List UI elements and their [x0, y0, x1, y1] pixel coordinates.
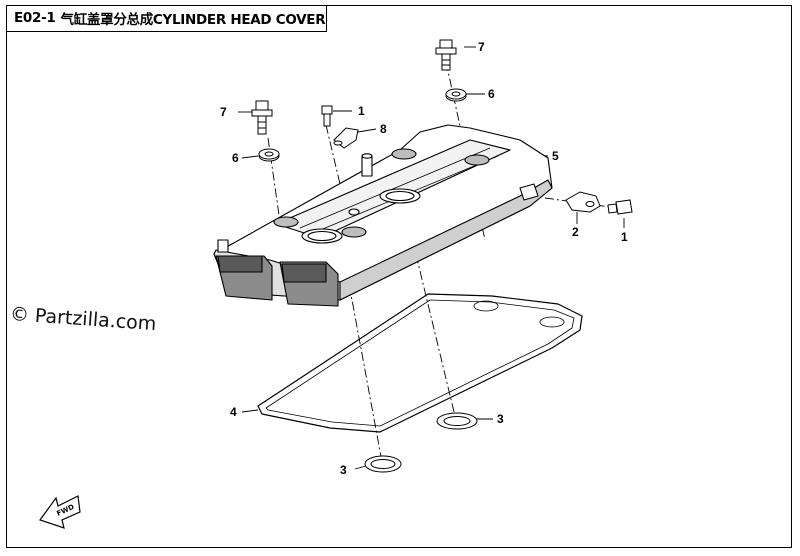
mount-bracket[interactable] [565, 191, 601, 213]
seal-ring-left[interactable] [258, 148, 280, 162]
page-title: E02-1 气缸盖罩分总成CYLINDER HEAD COVER [6, 5, 327, 32]
seal-washer-bottom[interactable] [364, 455, 402, 473]
cylinder-head-cover[interactable] [213, 124, 553, 307]
diagram-code: E02-1 [14, 10, 56, 26]
callout-3-right: 3 [497, 412, 504, 426]
callout-3-bottom: 3 [340, 463, 347, 477]
callout-6-top: 6 [488, 87, 495, 101]
callout-4: 4 [230, 405, 237, 419]
shoulder-bolt-top[interactable] [435, 39, 457, 71]
callout-8: 8 [380, 122, 387, 136]
forward-arrow-icon: FWD [39, 495, 81, 529]
small-bolt-right[interactable] [607, 199, 633, 215]
callout-5: 5 [552, 149, 559, 163]
callout-1-right: 1 [621, 230, 628, 244]
shoulder-bolt-left[interactable] [251, 100, 273, 135]
diagram-frame [6, 5, 792, 548]
callout-7-left: 7 [220, 105, 227, 119]
small-bolt-top[interactable] [321, 105, 333, 127]
cover-gasket[interactable] [257, 293, 583, 433]
callout-labels: 7 6 7 6 1 8 5 2 1 4 3 3 [220, 40, 628, 477]
callout-6-left: 6 [232, 151, 239, 165]
clip-bracket[interactable] [333, 127, 359, 149]
seal-ring-top[interactable] [445, 88, 467, 102]
diagram-title: 气缸盖罩分总成CYLINDER HEAD COVER [60, 12, 326, 28]
callout-7-top: 7 [478, 40, 485, 54]
callout-1-top: 1 [358, 104, 365, 118]
callout-2: 2 [572, 225, 579, 239]
seal-washer-right[interactable] [436, 412, 478, 430]
